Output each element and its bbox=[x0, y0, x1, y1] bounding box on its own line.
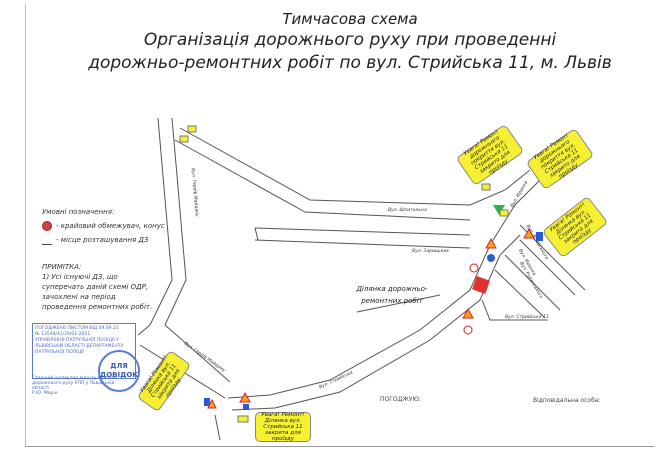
seal-text: ДЛЯ ДОВІДОК bbox=[99, 362, 139, 379]
cone-icon bbox=[42, 221, 52, 231]
road-signs bbox=[179, 125, 543, 423]
signature-block: Старший інспектор відділу безпеки дорожн… bbox=[32, 376, 132, 396]
leader-stryiska11 bbox=[481, 299, 548, 321]
note-text: 1) Усі існуючі ДЗ, що суперечать даній с… bbox=[42, 273, 153, 311]
work-area-label: Ділянка дорожньо-ремонтних робіт bbox=[356, 285, 428, 305]
title-line-1: Тимчасова схема bbox=[282, 10, 418, 28]
warning-note-5: Увага! Ремонт! Ділянка вул. Стрийська 11… bbox=[255, 412, 311, 442]
stamp-line-3: УПРАВЛІННЯ ПАТРУЛЬНОЇ ПОЛІЦІЇ У ЛЬВІВСЬК… bbox=[35, 338, 124, 355]
legend-sign-place: - місце розташування ДЗ bbox=[56, 236, 149, 244]
page-frame bbox=[25, 4, 654, 447]
road-block-left bbox=[254, 227, 259, 241]
road-stryiska-left bbox=[227, 174, 546, 399]
legend-cone: - крайовий обмежувач, конус bbox=[56, 222, 165, 230]
road-heroiv-left bbox=[137, 117, 173, 336]
road-stryiska-bottom bbox=[214, 414, 221, 441]
stamp-line-2: № 13548/41/29/02-2021 bbox=[35, 332, 91, 337]
road-zarytskykh-top bbox=[254, 227, 471, 236]
stamp-line-5: Р.Ю. Марін bbox=[32, 391, 58, 396]
road-shpytalna-top bbox=[179, 127, 531, 206]
note: ПРИМІТКА: 1) Усі існуючі ДЗ, що супереча… bbox=[42, 262, 162, 312]
road-shpytalna-bottom bbox=[174, 139, 471, 221]
leader-work bbox=[356, 294, 441, 313]
road-stryiska-right bbox=[231, 234, 521, 411]
approval-stamp: ПОГОДЖЕНО ЛИСТОМ ВІД 09.09.21 № 13548/41… bbox=[32, 323, 136, 379]
street-zarytskykh: Вул. Зарицьких bbox=[412, 249, 449, 254]
seal: ДЛЯ ДОВІДОК bbox=[98, 350, 140, 392]
stamp-line-4: Старший інспектор відділу безпеки дорожн… bbox=[32, 376, 118, 391]
stamp-line-1: ПОГОДЖЕНО ЛИСТОМ ВІД 09.09.21 bbox=[35, 326, 119, 331]
road-franka bbox=[504, 254, 561, 311]
road-rudanskoho bbox=[494, 269, 546, 319]
title-line-3: дорожньо-ремонтних робіт по вул. Стрийсь… bbox=[88, 53, 612, 73]
legend-heading: Умовні позначення: bbox=[42, 208, 115, 216]
road-heroiv-right bbox=[164, 117, 231, 383]
street-stryiska-11: Вул. Стрийська 11 bbox=[505, 315, 549, 320]
street-shpytalna: Вул. Шпитальна bbox=[388, 208, 427, 213]
road-vitovskoho-2 bbox=[519, 239, 576, 296]
agreed-label: ПОГОДЖУЮ: bbox=[380, 396, 421, 403]
note-heading: ПРИМІТКА: bbox=[42, 263, 82, 271]
sign-post-icon bbox=[42, 236, 52, 245]
work-area-marker bbox=[472, 276, 490, 294]
road-zarytskykh-bottom bbox=[254, 239, 471, 249]
title-line-2: Організація дорожнього руху при проведен… bbox=[143, 30, 557, 50]
give-way-triangle bbox=[493, 205, 505, 215]
legend: Умовні позначення: - крайовий обмежувач,… bbox=[42, 208, 165, 250]
responsible-label: Відповідальна особа: bbox=[533, 397, 601, 404]
